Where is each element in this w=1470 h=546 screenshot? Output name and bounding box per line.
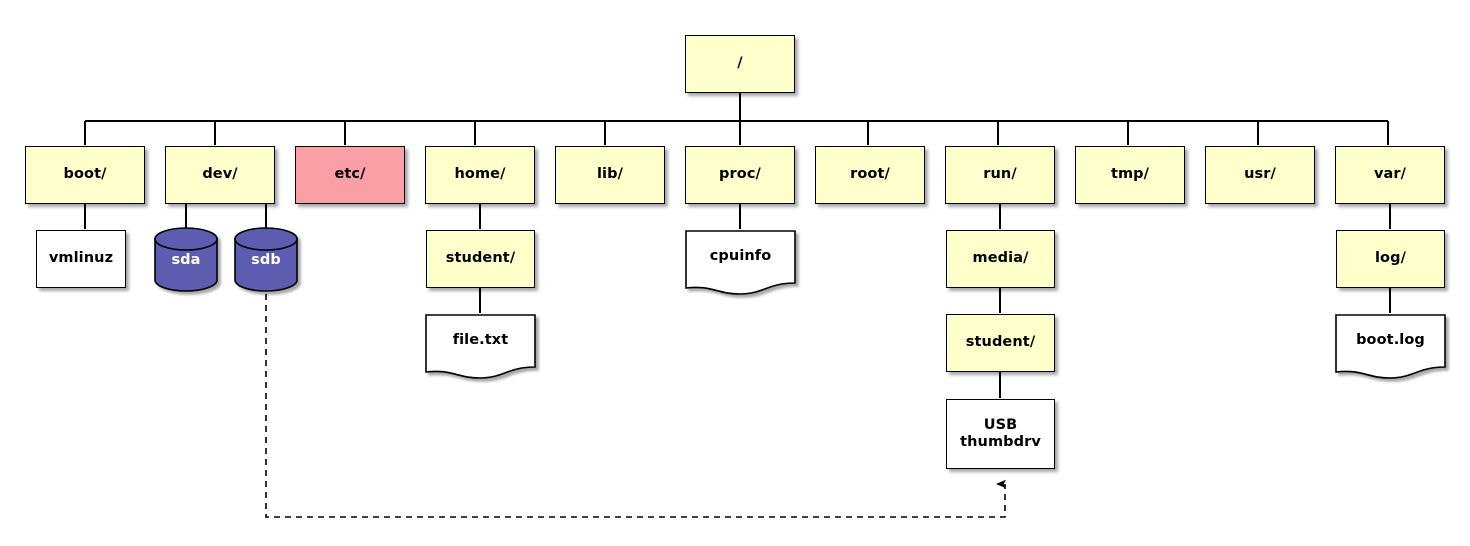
edge-sdb-to-usb-mount [265,294,1006,518]
node-vmlinuz[interactable]: vmlinuz [36,230,126,288]
node-file-txt[interactable]: file.txt [426,315,535,367]
node-sda[interactable]: sda [155,232,217,290]
node-label: usr/ [1244,166,1276,183]
node-label: proc/ [719,166,761,183]
node-label-line2: thumbdrv [960,434,1041,450]
cylinder-shape-sda [154,227,218,292]
node-cpuinfo[interactable]: cpuinfo [686,231,795,283]
node-label: var/ [1373,166,1407,183]
cylinder-shape-sdb [234,227,298,292]
node-run-media[interactable]: media/ [946,230,1055,288]
node-tmp[interactable]: tmp/ [1075,146,1185,204]
node-label: sdb [251,252,281,269]
node-home-student[interactable]: student/ [426,230,535,288]
node-media-student[interactable]: student/ [946,314,1055,372]
node-proc[interactable]: proc/ [685,146,795,204]
node-label: media/ [972,250,1029,267]
node-label: boot/ [63,166,107,183]
node-label-line1: USB [983,416,1018,433]
node-usb-thumbdrv[interactable]: USB thumbdrv [946,399,1055,469]
document-shapes [425,230,1446,379]
document-shape-cpuinfo [685,230,796,295]
node-root-dir[interactable]: root/ [815,146,925,204]
node-root[interactable]: / [685,35,795,93]
node-etc[interactable]: etc/ [295,146,405,204]
node-boot[interactable]: boot/ [25,146,145,204]
node-label: cpuinfo [709,248,772,265]
node-sdb[interactable]: sdb [235,232,297,290]
node-lib[interactable]: lib/ [555,146,665,204]
node-label: boot.log [1356,332,1425,349]
node-label: tmp/ [1110,166,1150,183]
node-label: / [737,55,743,72]
document-shape-file-txt [425,314,536,379]
node-dev[interactable]: dev/ [165,146,275,204]
node-label: student/ [445,250,516,267]
node-usr[interactable]: usr/ [1205,146,1315,204]
node-label: vmlinuz [48,250,114,267]
document-shape-boot-log [1335,314,1446,379]
node-label: home/ [454,166,506,183]
node-var-log[interactable]: log/ [1336,230,1445,288]
node-label: log/ [1374,250,1406,267]
cylinder-shapes [154,227,298,292]
node-home[interactable]: home/ [425,146,535,204]
node-label: file.txt [452,332,509,349]
node-run[interactable]: run/ [945,146,1055,204]
node-label: sda [171,252,201,269]
node-label: etc/ [334,166,366,183]
node-label: dev/ [202,166,238,183]
node-boot-log[interactable]: boot.log [1336,315,1445,367]
node-var[interactable]: var/ [1335,146,1445,204]
node-label: student/ [965,334,1036,351]
node-label: lib/ [596,166,624,183]
node-label: run/ [983,166,1017,183]
node-label: root/ [850,166,890,183]
